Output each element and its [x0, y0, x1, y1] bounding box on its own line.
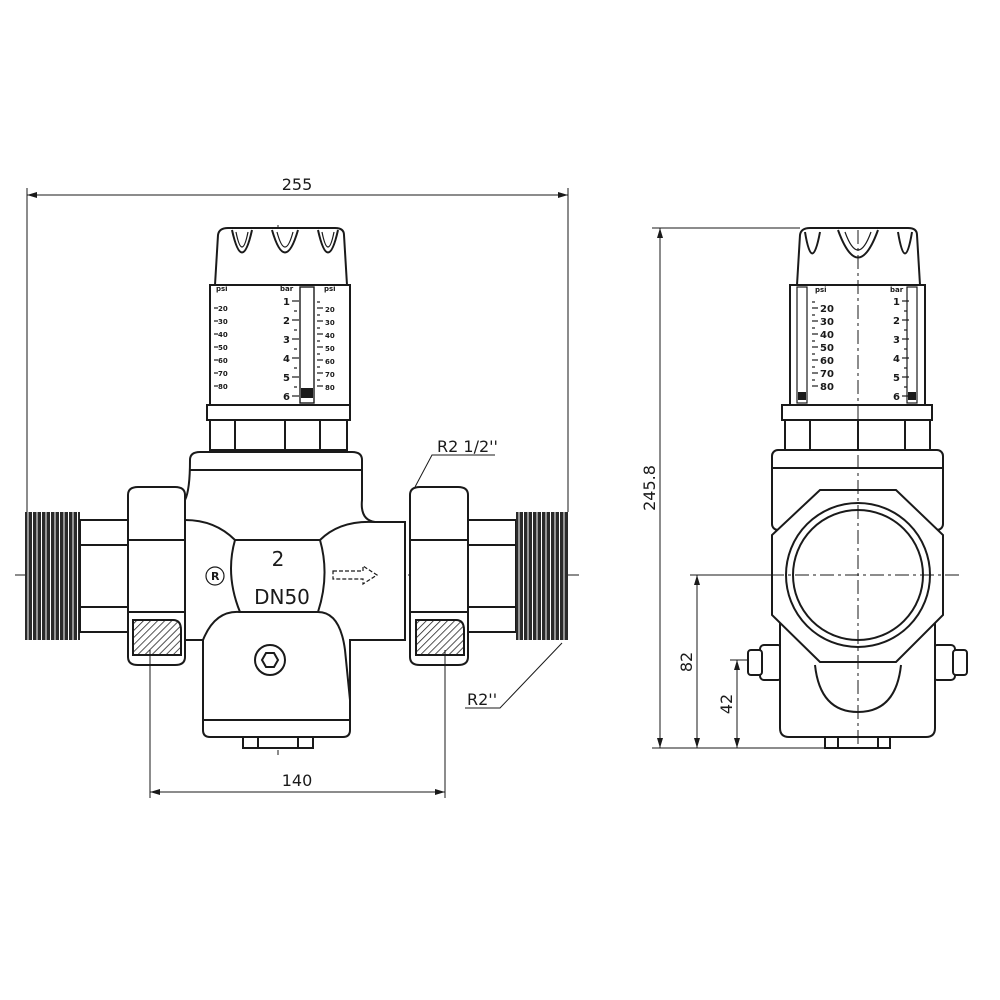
psi-scale-value: 60 [820, 356, 834, 367]
drain-plug [254, 644, 286, 676]
inlet-union-nut [127, 486, 186, 666]
dimension-140-label: 140 [282, 771, 313, 790]
bar-scale-value: 5 [893, 373, 900, 384]
psi-scale-value-edge: 60 [218, 357, 228, 365]
valve-body-front: 2 DN50 R [184, 451, 406, 749]
thread-callout-r2-1-2: R2 1/2'' [414, 437, 498, 488]
psi-scale-value-edge: 40 [218, 331, 228, 339]
side-port-left [747, 644, 783, 681]
psi-unit-label-left: psi [216, 285, 228, 293]
psi-scale-value: 40 [820, 330, 834, 341]
psi-scale-value: 30 [325, 319, 335, 327]
bar-scale-value: 2 [283, 316, 290, 327]
psi-scale-value: 30 [820, 317, 834, 328]
bar-scale-value: 6 [893, 392, 900, 403]
psi-scale-value-edge: 20 [218, 305, 228, 313]
psi-scale-value: 80 [325, 384, 335, 392]
psi-scale-value-edge: 30 [218, 318, 228, 326]
thread-callout-r2: R2'' [465, 642, 563, 709]
outlet-union-nut [409, 486, 469, 666]
size-marking: 2 [272, 547, 285, 571]
adjustment-knob [213, 227, 349, 286]
bar-scale-value: 6 [283, 392, 290, 403]
psi-unit-label-right: psi [324, 285, 336, 293]
bar-scale-value: 2 [893, 316, 900, 327]
pressure-scale-side: psi bar 1 2 3 4 5 6 20 30 40 50 60 70 80 [789, 284, 926, 407]
bar-unit-label-side: bar [890, 286, 904, 294]
psi-scale-value: 70 [325, 371, 335, 379]
psi-scale-value: 40 [325, 332, 335, 340]
psi-scale-value: 60 [325, 358, 335, 366]
dimension-port-height: 42 [717, 659, 760, 748]
dimension-overall-width: 255 [26, 175, 569, 512]
pressure-scale-front: bar psi psi 1 2 3 4 5 6 20 30 40 50 60 70 80 20 30 40 50… [209, 284, 351, 407]
bar-scale-value: 3 [283, 335, 290, 346]
psi-scale-value-edge: 70 [218, 370, 228, 378]
svg-text:R: R [211, 570, 220, 583]
bar-unit-label: bar [280, 285, 294, 293]
dimension-connection-spacing: 140 [149, 650, 446, 798]
inlet-thread [25, 512, 131, 640]
svg-text:R2 1/2'': R2 1/2'' [437, 437, 498, 456]
dimension-82-label: 82 [677, 652, 696, 672]
bar-scale-value: 4 [283, 354, 290, 365]
outlet-thread [467, 512, 568, 640]
dimension-overall-height: 245.8 [640, 227, 830, 749]
bar-scale-value: 1 [893, 297, 900, 308]
front-view: 255 bar psi psi 1 2 3 4 5 6 20 30 40 50 60 70 80 20 30… [15, 175, 580, 798]
bonnet-nut-side [781, 404, 933, 451]
psi-unit-label-side: psi [815, 286, 827, 294]
bar-scale-value: 5 [283, 373, 290, 384]
flow-direction-arrow-icon [332, 564, 379, 586]
svg-text:R2'': R2'' [467, 690, 497, 709]
psi-scale-value: 70 [820, 369, 834, 380]
dn-marking: DN50 [254, 585, 310, 609]
bonnet-nut [206, 404, 351, 451]
manufacturer-logo: R [205, 566, 225, 586]
psi-scale-value: 80 [820, 382, 834, 393]
psi-scale-value: 50 [325, 345, 335, 353]
psi-scale-value: 20 [325, 306, 335, 314]
psi-scale-value-edge: 50 [218, 344, 228, 352]
side-port-right [932, 644, 968, 681]
dimension-255-label: 255 [282, 175, 313, 194]
dimension-245-8-label: 245.8 [640, 465, 659, 511]
psi-scale-value-edge: 80 [218, 383, 228, 391]
bar-scale-value: 4 [893, 354, 900, 365]
bar-scale-value: 3 [893, 335, 900, 346]
dimension-42-label: 42 [717, 694, 736, 714]
psi-scale-value: 50 [820, 343, 834, 354]
psi-scale-value: 20 [820, 304, 834, 315]
side-view: 245.8 82 42 psi bar 1 2 3 4 5 6 20 30 40 50 60 70 [640, 227, 968, 749]
bar-scale-value: 1 [283, 297, 290, 308]
